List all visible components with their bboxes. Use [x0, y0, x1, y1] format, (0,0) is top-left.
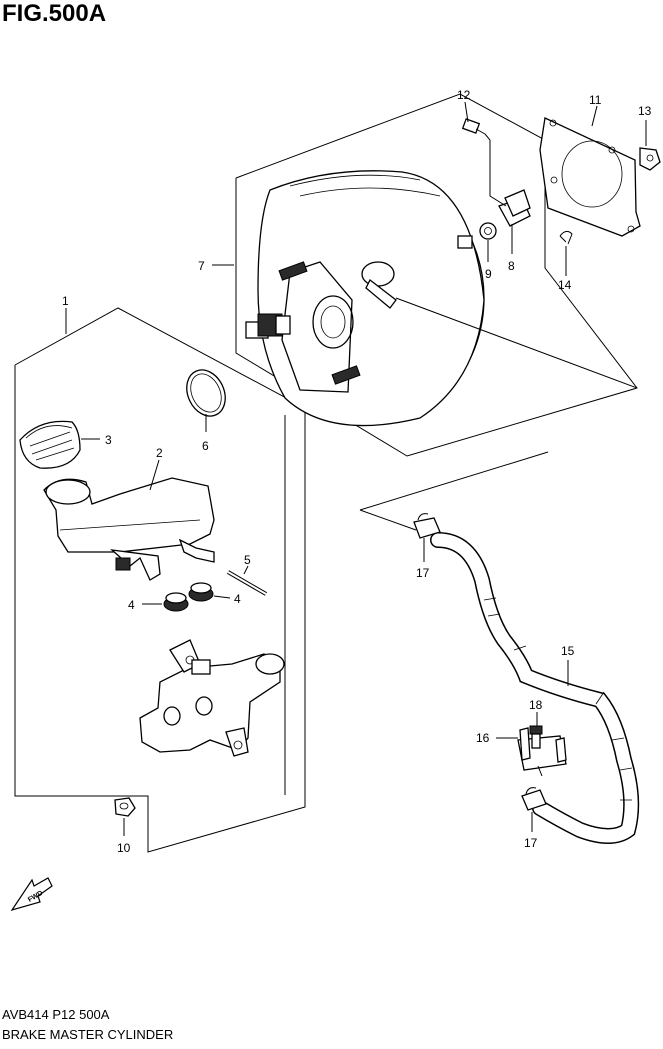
callout-1: 1 — [62, 294, 69, 308]
figure-title: FIG.500A — [2, 0, 107, 27]
reservoir-cap — [19, 420, 81, 469]
callout-4-left: 4 — [128, 598, 135, 612]
booster-gasket — [539, 117, 641, 237]
bolt — [461, 118, 486, 135]
callout-6: 6 — [202, 439, 209, 453]
callout-10: 10 — [117, 841, 131, 855]
vacuum-hose — [430, 532, 640, 844]
callout-16: 16 — [476, 731, 490, 745]
reservoir — [43, 477, 215, 581]
callout-17-lower: 17 — [524, 836, 538, 850]
master-cylinder-group-outline — [14, 307, 306, 853]
callout-9: 9 — [485, 267, 492, 281]
o-ring — [186, 369, 226, 417]
callout-8: 8 — [508, 259, 515, 273]
callout-7: 7 — [198, 259, 205, 273]
master-cylinder — [139, 639, 285, 757]
booster-group-outline — [235, 93, 638, 457]
callout-12: 12 — [457, 88, 471, 102]
booster-stud-lower — [331, 365, 361, 385]
grommet-left — [163, 592, 189, 612]
callout-17-upper: 17 — [416, 566, 430, 580]
callout-13: 13 — [638, 104, 652, 118]
bracket — [498, 189, 531, 227]
nut-9 — [479, 222, 497, 240]
grommet-right — [188, 582, 214, 602]
brake-booster — [245, 170, 485, 427]
callout-11: 11 — [589, 93, 602, 107]
hose-bracket — [517, 727, 567, 777]
nut-13 — [639, 147, 661, 171]
clip-14 — [559, 230, 573, 245]
callout-3: 3 — [105, 433, 112, 447]
footer-name: BRAKE MASTER CYLINDER — [2, 1027, 174, 1042]
check-valve — [361, 261, 397, 309]
leader-lines — [65, 101, 647, 836]
callout-5: 5 — [244, 553, 251, 567]
booster-stud-upper — [278, 261, 308, 281]
booster-connector — [245, 313, 291, 339]
pin — [226, 570, 268, 596]
callout-15: 15 — [561, 644, 575, 658]
callout-4-right: 4 — [234, 592, 241, 606]
callout-18: 18 — [529, 698, 543, 712]
hose-bolt — [529, 725, 543, 749]
footer-code: AVB414 P12 500A — [2, 1007, 110, 1022]
callout-2: 2 — [156, 446, 163, 460]
hose-clip-upper — [413, 513, 441, 539]
hose-clip-lower — [521, 787, 547, 811]
nut-10 — [114, 797, 136, 817]
fwd-arrow-icon: FWD — [10, 877, 53, 912]
callout-14: 14 — [558, 278, 572, 292]
